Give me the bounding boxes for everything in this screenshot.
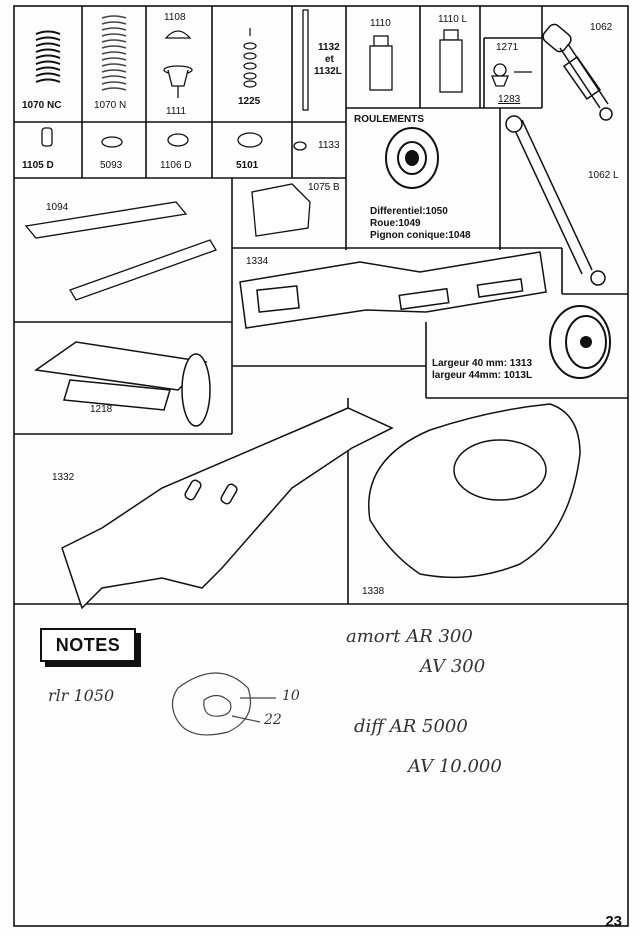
handwritten-amort: amort AR 300: [346, 626, 473, 647]
part-label-1332: 1332: [52, 472, 75, 483]
part-label-1132: 1132: [318, 42, 340, 53]
spacers-1225: [243, 28, 257, 88]
plates-1094: [24, 201, 217, 301]
part-label-1218: 1218: [90, 404, 113, 415]
outer-frame: [13, 5, 629, 927]
ball-end-1271: [491, 63, 532, 87]
bearings-line-3: Pignon conique:1048: [370, 230, 471, 241]
bearings-line-2: Roue:1049: [370, 218, 421, 229]
part-label-1132l: 1132L: [314, 66, 342, 77]
chassis-1334: [239, 251, 547, 329]
part-label-1133: 1133: [318, 140, 340, 151]
shaft-1132: [302, 9, 309, 111]
part-label-1271: 1271: [496, 42, 519, 53]
part-label-5101: 5101: [236, 160, 259, 171]
part-label-1110l: 1110 L: [438, 14, 468, 25]
handwritten-diff: diff AR 5000: [354, 716, 468, 737]
handwritten-rlr: rlr 1050: [48, 686, 115, 705]
part-label-1105d: 1105 D: [22, 160, 54, 171]
bearings-line-1: Differentiel:1050: [370, 206, 448, 217]
shock-caps: [163, 30, 193, 98]
part-label-1070nc: 1070 NC: [22, 100, 62, 111]
wheels-line-2: largeur 44mm: 1013L: [432, 370, 533, 381]
spring-1070nc: [35, 30, 61, 83]
part-label-1062: 1062: [590, 22, 613, 33]
chassis-1332: [61, 407, 394, 610]
part-label-1108: 1108: [164, 12, 186, 23]
shock-1062: [542, 23, 613, 121]
body-1338: [368, 403, 581, 579]
box-1075b: [251, 183, 311, 237]
bearing-drawing: [385, 127, 439, 189]
bearings-title: ROULEMENTS: [354, 114, 424, 125]
handwritten-av-300: AV 300: [420, 656, 486, 677]
spring-1070n: [101, 15, 127, 91]
part-label-1111: 1111: [166, 106, 187, 117]
page-number: 23: [605, 913, 622, 930]
washer-sketch: [171, 672, 276, 736]
part-label-5093: 5093: [100, 160, 123, 171]
part-label-1094: 1094: [46, 202, 69, 213]
part-label-1075b: 1075 B: [308, 182, 340, 193]
wing-1218: [34, 341, 211, 427]
part-label-1338: 1338: [362, 586, 385, 597]
part-label-1225: 1225: [238, 96, 261, 107]
shock-1062l: [505, 115, 606, 286]
handwritten-av-10000: AV 10.000: [408, 756, 502, 777]
shock-bodies: [369, 29, 463, 93]
wheels-line-1: Largeur 40 mm: 1313: [432, 358, 533, 369]
part-label-1283: 1283: [498, 94, 521, 105]
part-label-1334: 1334: [246, 256, 269, 267]
handwritten-22: 22: [264, 712, 282, 728]
small-parts-row2: [41, 127, 307, 151]
handwritten-10: 10: [282, 688, 300, 704]
part-label-1132-et: et: [325, 54, 334, 65]
part-label-1110: 1110: [370, 18, 391, 29]
wheel-1313: [549, 305, 611, 379]
part-label-1106d: 1106 D: [160, 160, 192, 171]
notes-title: NOTES: [55, 635, 121, 655]
notes-heading: NOTES: [40, 628, 136, 662]
part-label-1062l: 1062 L: [588, 170, 619, 181]
part-label-1070n: 1070 N: [94, 100, 127, 111]
